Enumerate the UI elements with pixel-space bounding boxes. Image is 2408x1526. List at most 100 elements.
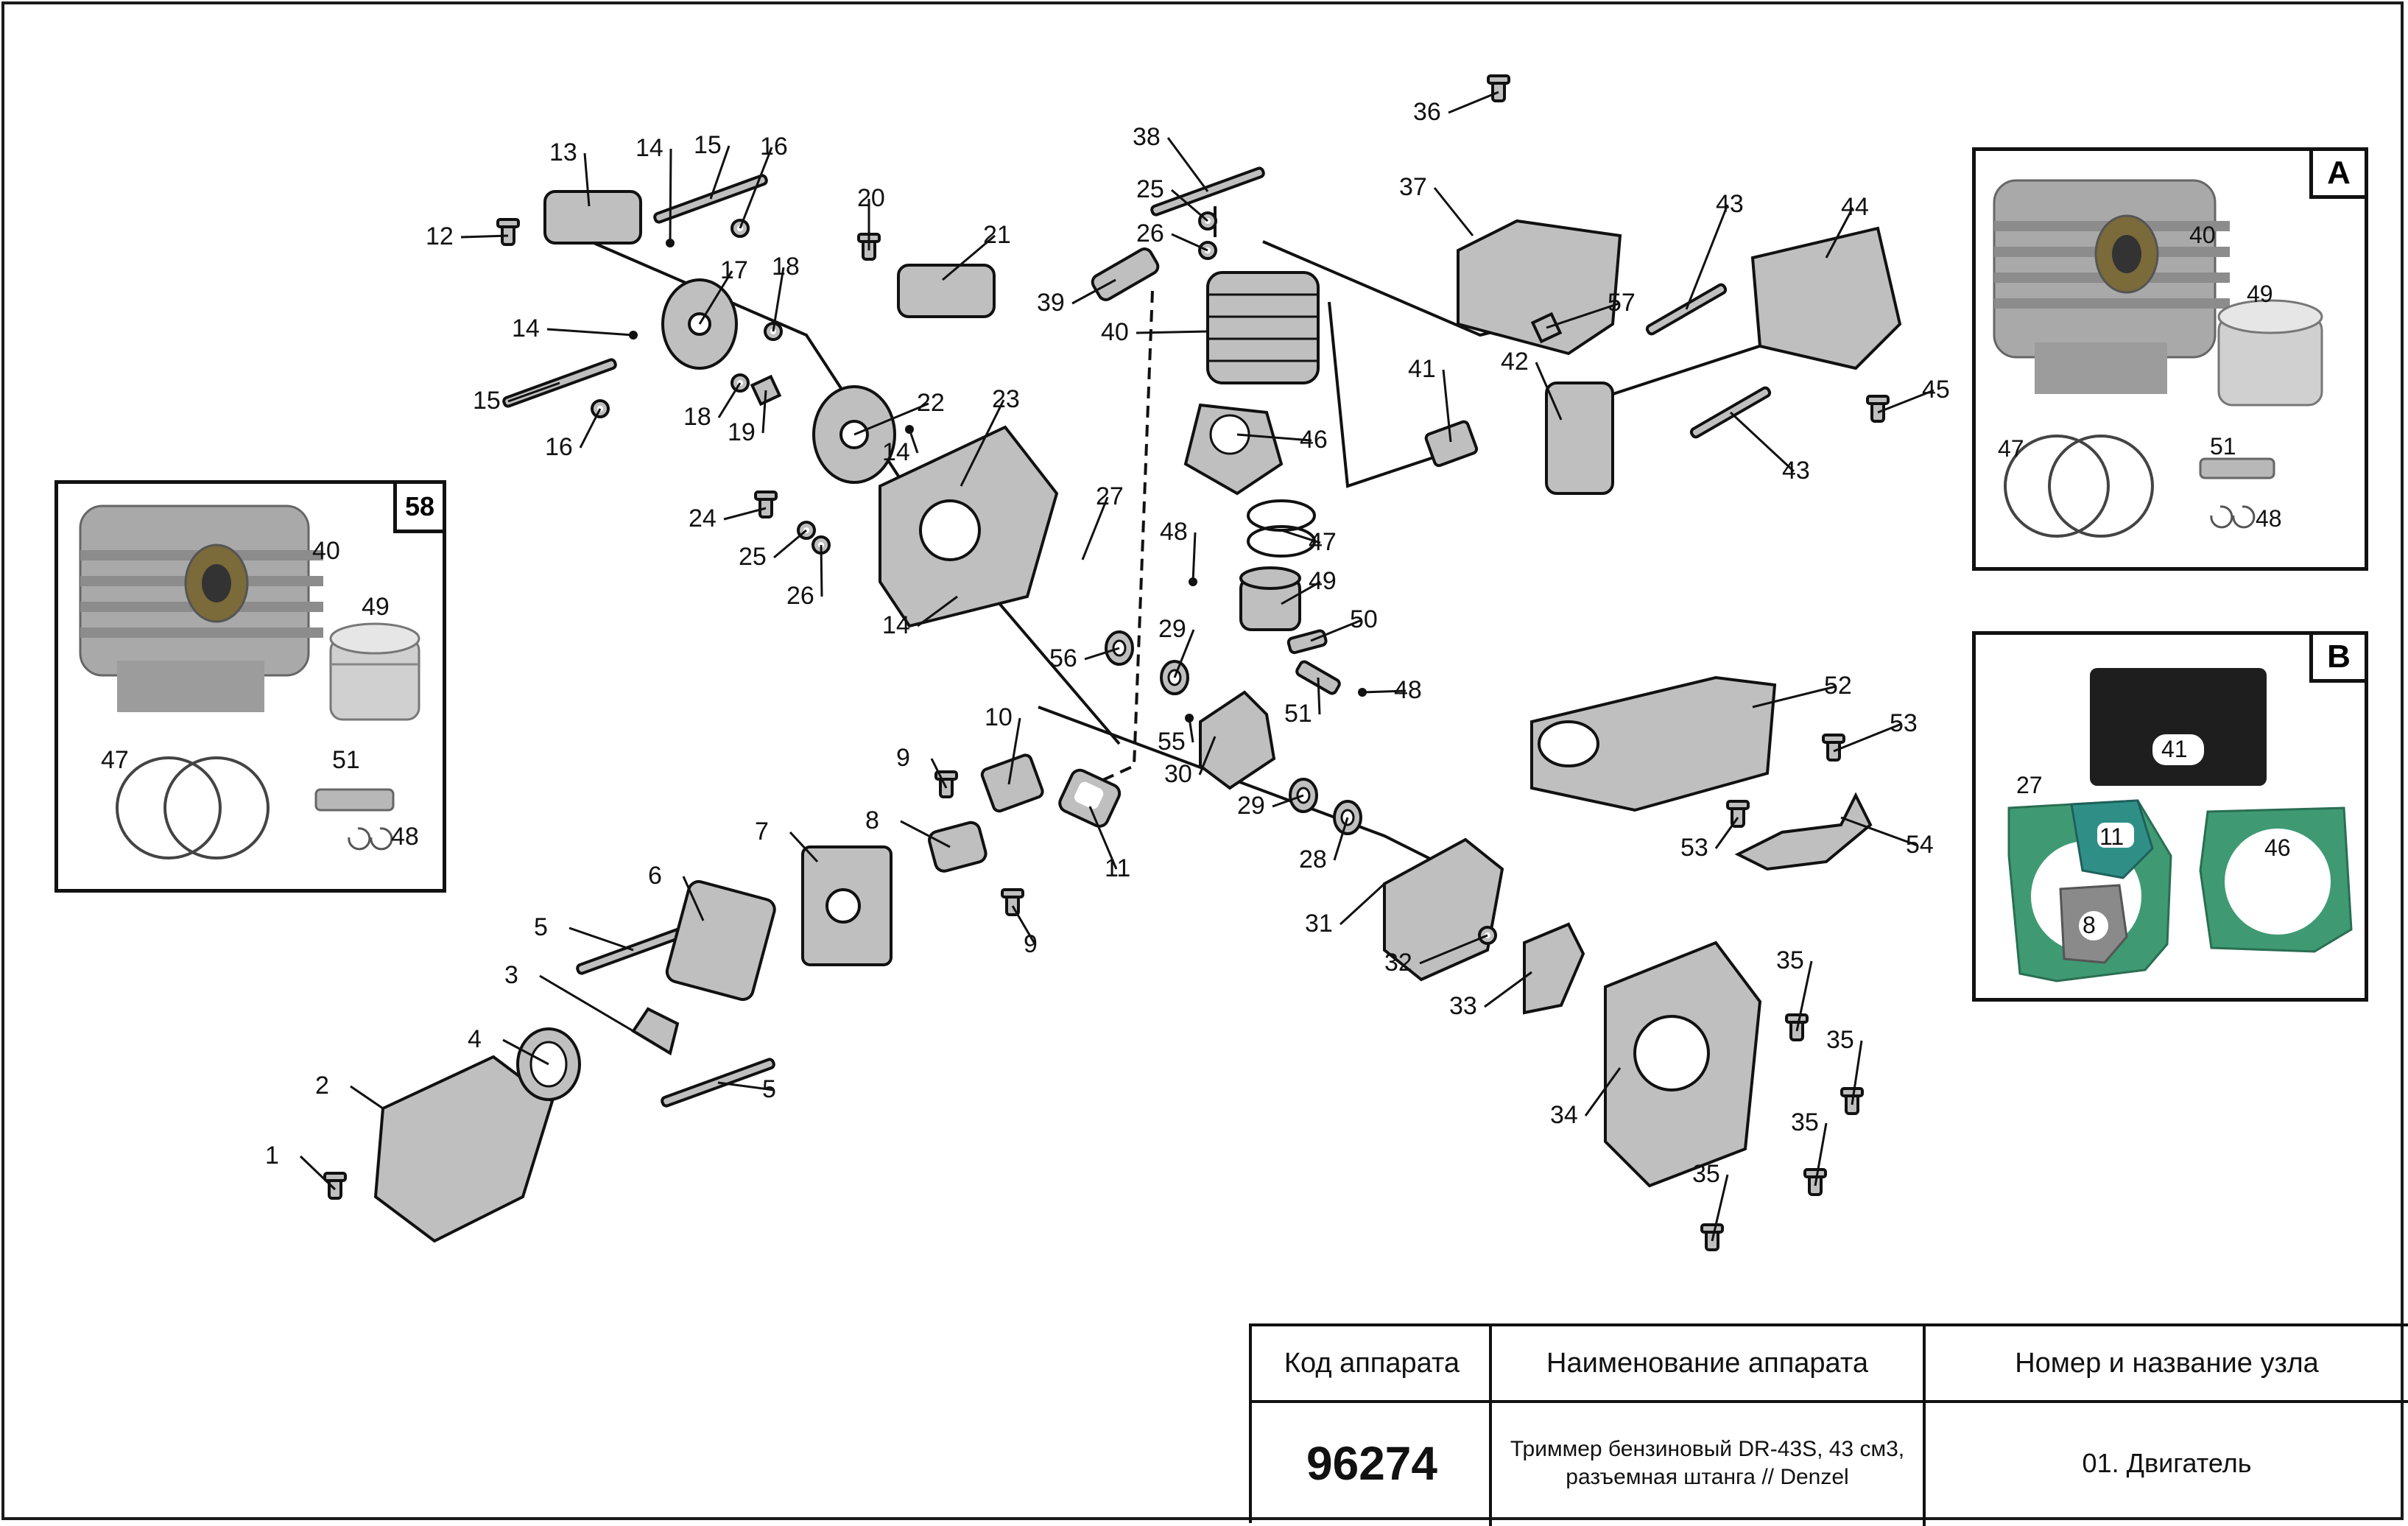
part-number-label: 29 (1158, 615, 1186, 643)
inset-a-drawing: 40 49 47 51 48 (1993, 179, 2323, 538)
part-leaders (299, 91, 1935, 1242)
part-number-label: 3 (504, 961, 518, 989)
part-number-label: 4 (468, 1025, 482, 1053)
pin-photo (314, 788, 395, 812)
inset-58-tag: 58 (393, 480, 446, 533)
leader-line (1546, 302, 1620, 329)
leader-line (350, 1085, 384, 1110)
leader-line (1173, 629, 1195, 678)
part-screw (323, 1172, 347, 1200)
leader-line (1339, 882, 1386, 926)
device-code: 96274 (1306, 1436, 1437, 1490)
header-node: Номер и название узла (2015, 1347, 2319, 1379)
leader-line (789, 831, 819, 863)
leader-line (1535, 362, 1563, 421)
part-number-label: 45 (1922, 376, 1950, 404)
part-piston (1239, 566, 1301, 631)
part-number-label: 36 (1413, 98, 1441, 126)
part-number-label: 44 (1841, 193, 1869, 221)
part-number-label: 53 (1680, 834, 1708, 862)
leader-line (761, 390, 767, 434)
clips-photo (2210, 505, 2256, 529)
part-coil (897, 264, 996, 318)
leader-line (669, 148, 672, 244)
inset-b-label-11: 11 (2099, 823, 2124, 850)
part-carb (801, 845, 893, 966)
inset-b-tag: B (2309, 631, 2368, 683)
parts-shapes (323, 74, 1902, 1251)
part-clutch (1523, 922, 1585, 1015)
leader-line (1166, 137, 1209, 192)
leader-line (1333, 817, 1349, 861)
inset-b-label-41: 41 (2161, 736, 2188, 762)
part-number-label: 49 (1309, 567, 1337, 595)
part-number-label: 24 (689, 504, 717, 532)
part-number-label: 21 (983, 221, 1011, 249)
leader-line (1448, 91, 1499, 114)
leader-line (698, 270, 733, 325)
inset-58-label-51: 51 (332, 746, 360, 774)
leader-line (682, 876, 705, 921)
inset-58-label-47: 47 (101, 746, 129, 774)
leader-line (568, 926, 634, 952)
part-number-label: 20 (857, 184, 885, 212)
leader-line (900, 820, 951, 848)
part-number-label: 18 (683, 403, 711, 431)
part-number-label: 7 (755, 818, 769, 845)
inset-58-drawing: 40 49 47 51 48 (79, 504, 420, 859)
part-shroud (1457, 219, 1622, 356)
inset-a-label-49: 49 (2247, 281, 2273, 307)
part-rings (1247, 499, 1316, 558)
part-cylinder (1206, 271, 1320, 384)
part-number-label: 28 (1299, 845, 1327, 873)
gasket-41 (2090, 668, 2267, 786)
part-number-label: 15 (694, 131, 722, 159)
part-number-label: 46 (1300, 426, 1328, 454)
inset-a-label-47: 47 (1998, 435, 2024, 462)
leader-line (1877, 389, 1935, 414)
leader-line (1584, 1067, 1622, 1117)
inset-a-label-51: 51 (2210, 433, 2236, 460)
part-coil (543, 190, 642, 245)
leader-line (1714, 817, 1739, 849)
leader-line (1685, 204, 1729, 310)
part-screw (1001, 888, 1024, 916)
leader-line (1281, 529, 1321, 544)
part-number-label: 54 (1906, 831, 1934, 859)
part-filter (665, 880, 776, 1002)
leader-line (1419, 934, 1488, 965)
part-number-label: 30 (1164, 760, 1192, 788)
part-number-label: 35 (1791, 1108, 1819, 1136)
part-number-label: 47 (1309, 528, 1337, 556)
rings-photo (2004, 435, 2154, 538)
part-number-label: 22 (917, 389, 945, 417)
leader-line (1310, 619, 1362, 642)
part-number-label: 48 (1394, 676, 1422, 704)
leader-line (1281, 580, 1321, 605)
part-number-label: 13 (549, 138, 577, 166)
leader-line (299, 1155, 337, 1191)
part-number-label: 9 (1024, 930, 1038, 958)
part-number-label: 6 (648, 862, 662, 890)
part-bracket2 (1734, 792, 1873, 871)
part-number-label: 33 (1449, 992, 1477, 1020)
leader-line (539, 974, 634, 1033)
leader-line (579, 408, 602, 449)
leader-line (1088, 806, 1118, 870)
part-number-label: 38 (1133, 123, 1161, 151)
part-number-label: 23 (992, 385, 1020, 413)
part-number-label: 29 (1237, 792, 1265, 820)
part-number-label: 8 (865, 806, 879, 834)
leader-line (930, 758, 948, 789)
part-crankcase2 (1383, 837, 1504, 982)
leader-line (739, 147, 773, 229)
part-number-label: 34 (1550, 1101, 1578, 1129)
leader-line (717, 382, 742, 418)
inset-58-label-40: 40 (312, 537, 340, 565)
part-crank (1199, 690, 1276, 790)
part-number-label: 14 (636, 134, 663, 162)
part-number-label: 31 (1305, 910, 1333, 938)
part-number-label: 26 (786, 582, 814, 610)
part-gasket (1058, 768, 1122, 828)
